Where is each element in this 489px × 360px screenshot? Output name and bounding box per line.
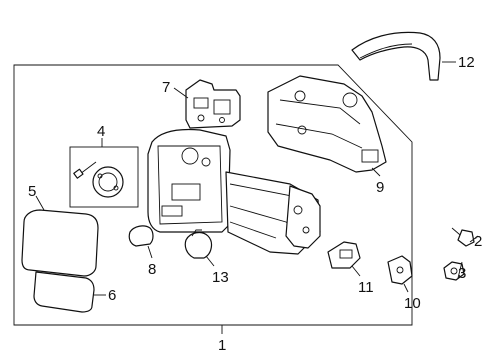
leader-2	[469, 235, 479, 243]
assembly-boundary	[13, 64, 413, 326]
part-9-mount-bracket	[267, 75, 387, 173]
callout-9: 9	[376, 179, 384, 196]
part-10-clip	[387, 255, 413, 285]
leader-3	[457, 261, 463, 279]
part-7-bracket	[185, 79, 241, 129]
part-13-puddle-lamp	[184, 229, 213, 259]
part-6-spotter-glass	[33, 271, 95, 313]
callout-4: 4	[97, 123, 105, 140]
callout-7: 7	[162, 79, 170, 96]
callout-2: 2	[474, 233, 482, 250]
part-5-mirror-glass	[21, 209, 99, 277]
part-11-connector	[327, 241, 361, 269]
callout-8: 8	[148, 261, 156, 278]
callout-6: 6	[108, 287, 116, 304]
part-4-motor	[92, 166, 124, 198]
leader-11	[351, 265, 361, 277]
callout-5: 5	[28, 183, 36, 200]
part-4-screw	[73, 161, 97, 179]
leader-13	[205, 255, 215, 267]
leader-7	[173, 87, 189, 99]
part-4-detail-box	[69, 146, 139, 208]
mirror-head-assembly	[147, 128, 321, 255]
callout-10: 10	[404, 295, 421, 312]
part-12-mirror-cover	[351, 31, 441, 81]
part-8-signal-lamp	[128, 225, 154, 247]
callout-11: 11	[358, 279, 374, 296]
callout-13: 13	[212, 269, 229, 286]
leader-5	[35, 195, 45, 211]
leader-10	[403, 283, 409, 293]
callout-12: 12	[458, 54, 475, 71]
part-2-bolt	[451, 227, 475, 247]
leader-8	[147, 245, 153, 259]
callout-1: 1	[218, 337, 226, 354]
callout-3: 3	[458, 265, 466, 282]
leader-9	[371, 167, 381, 177]
